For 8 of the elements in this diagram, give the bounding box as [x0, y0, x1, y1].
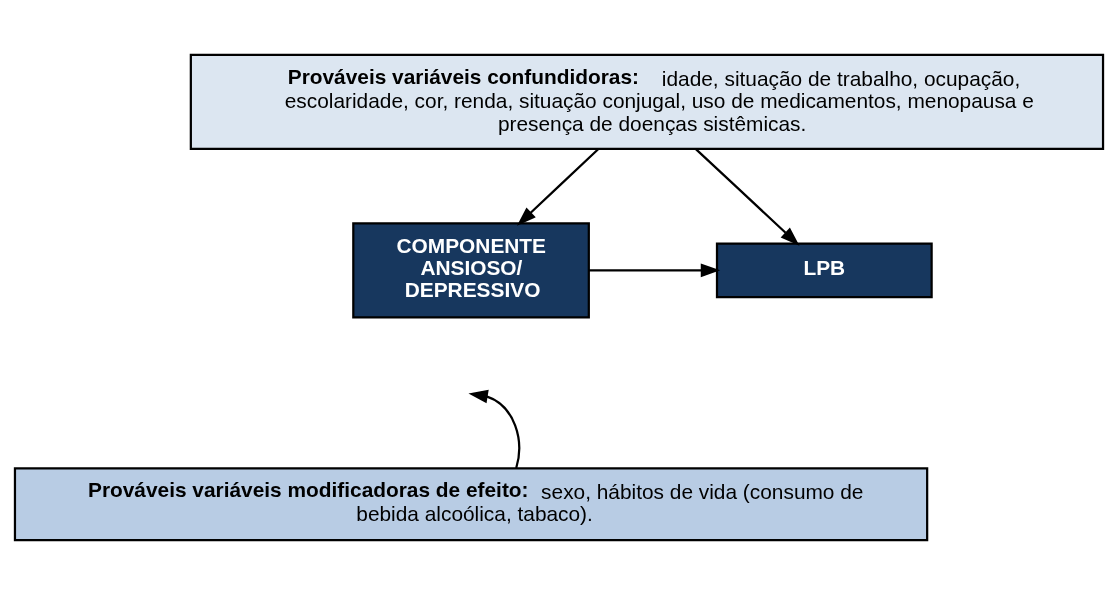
arrow: [516, 148, 600, 226]
node-box: Prováveis variáveis modificadoras de efeito: sexo, hábitos de vida (consumo de bebida alcoólica, tabaco).: [13, 467, 929, 542]
arrow: [589, 263, 721, 278]
node-box: LPB: [715, 242, 933, 299]
arrow: [695, 148, 800, 246]
node-box: COMPONENTE ANSIOSO/ DEPRESSIVO: [352, 222, 590, 319]
arrow: [468, 389, 521, 469]
node-box: Prováveis variáveis confundidoras: idade, situação de trabalho, ocupação, escolaridade, cor, renda, situação conjugal, uso de medicamentos, menopausa e presença de doenças sistêmicas.: [189, 53, 1105, 150]
